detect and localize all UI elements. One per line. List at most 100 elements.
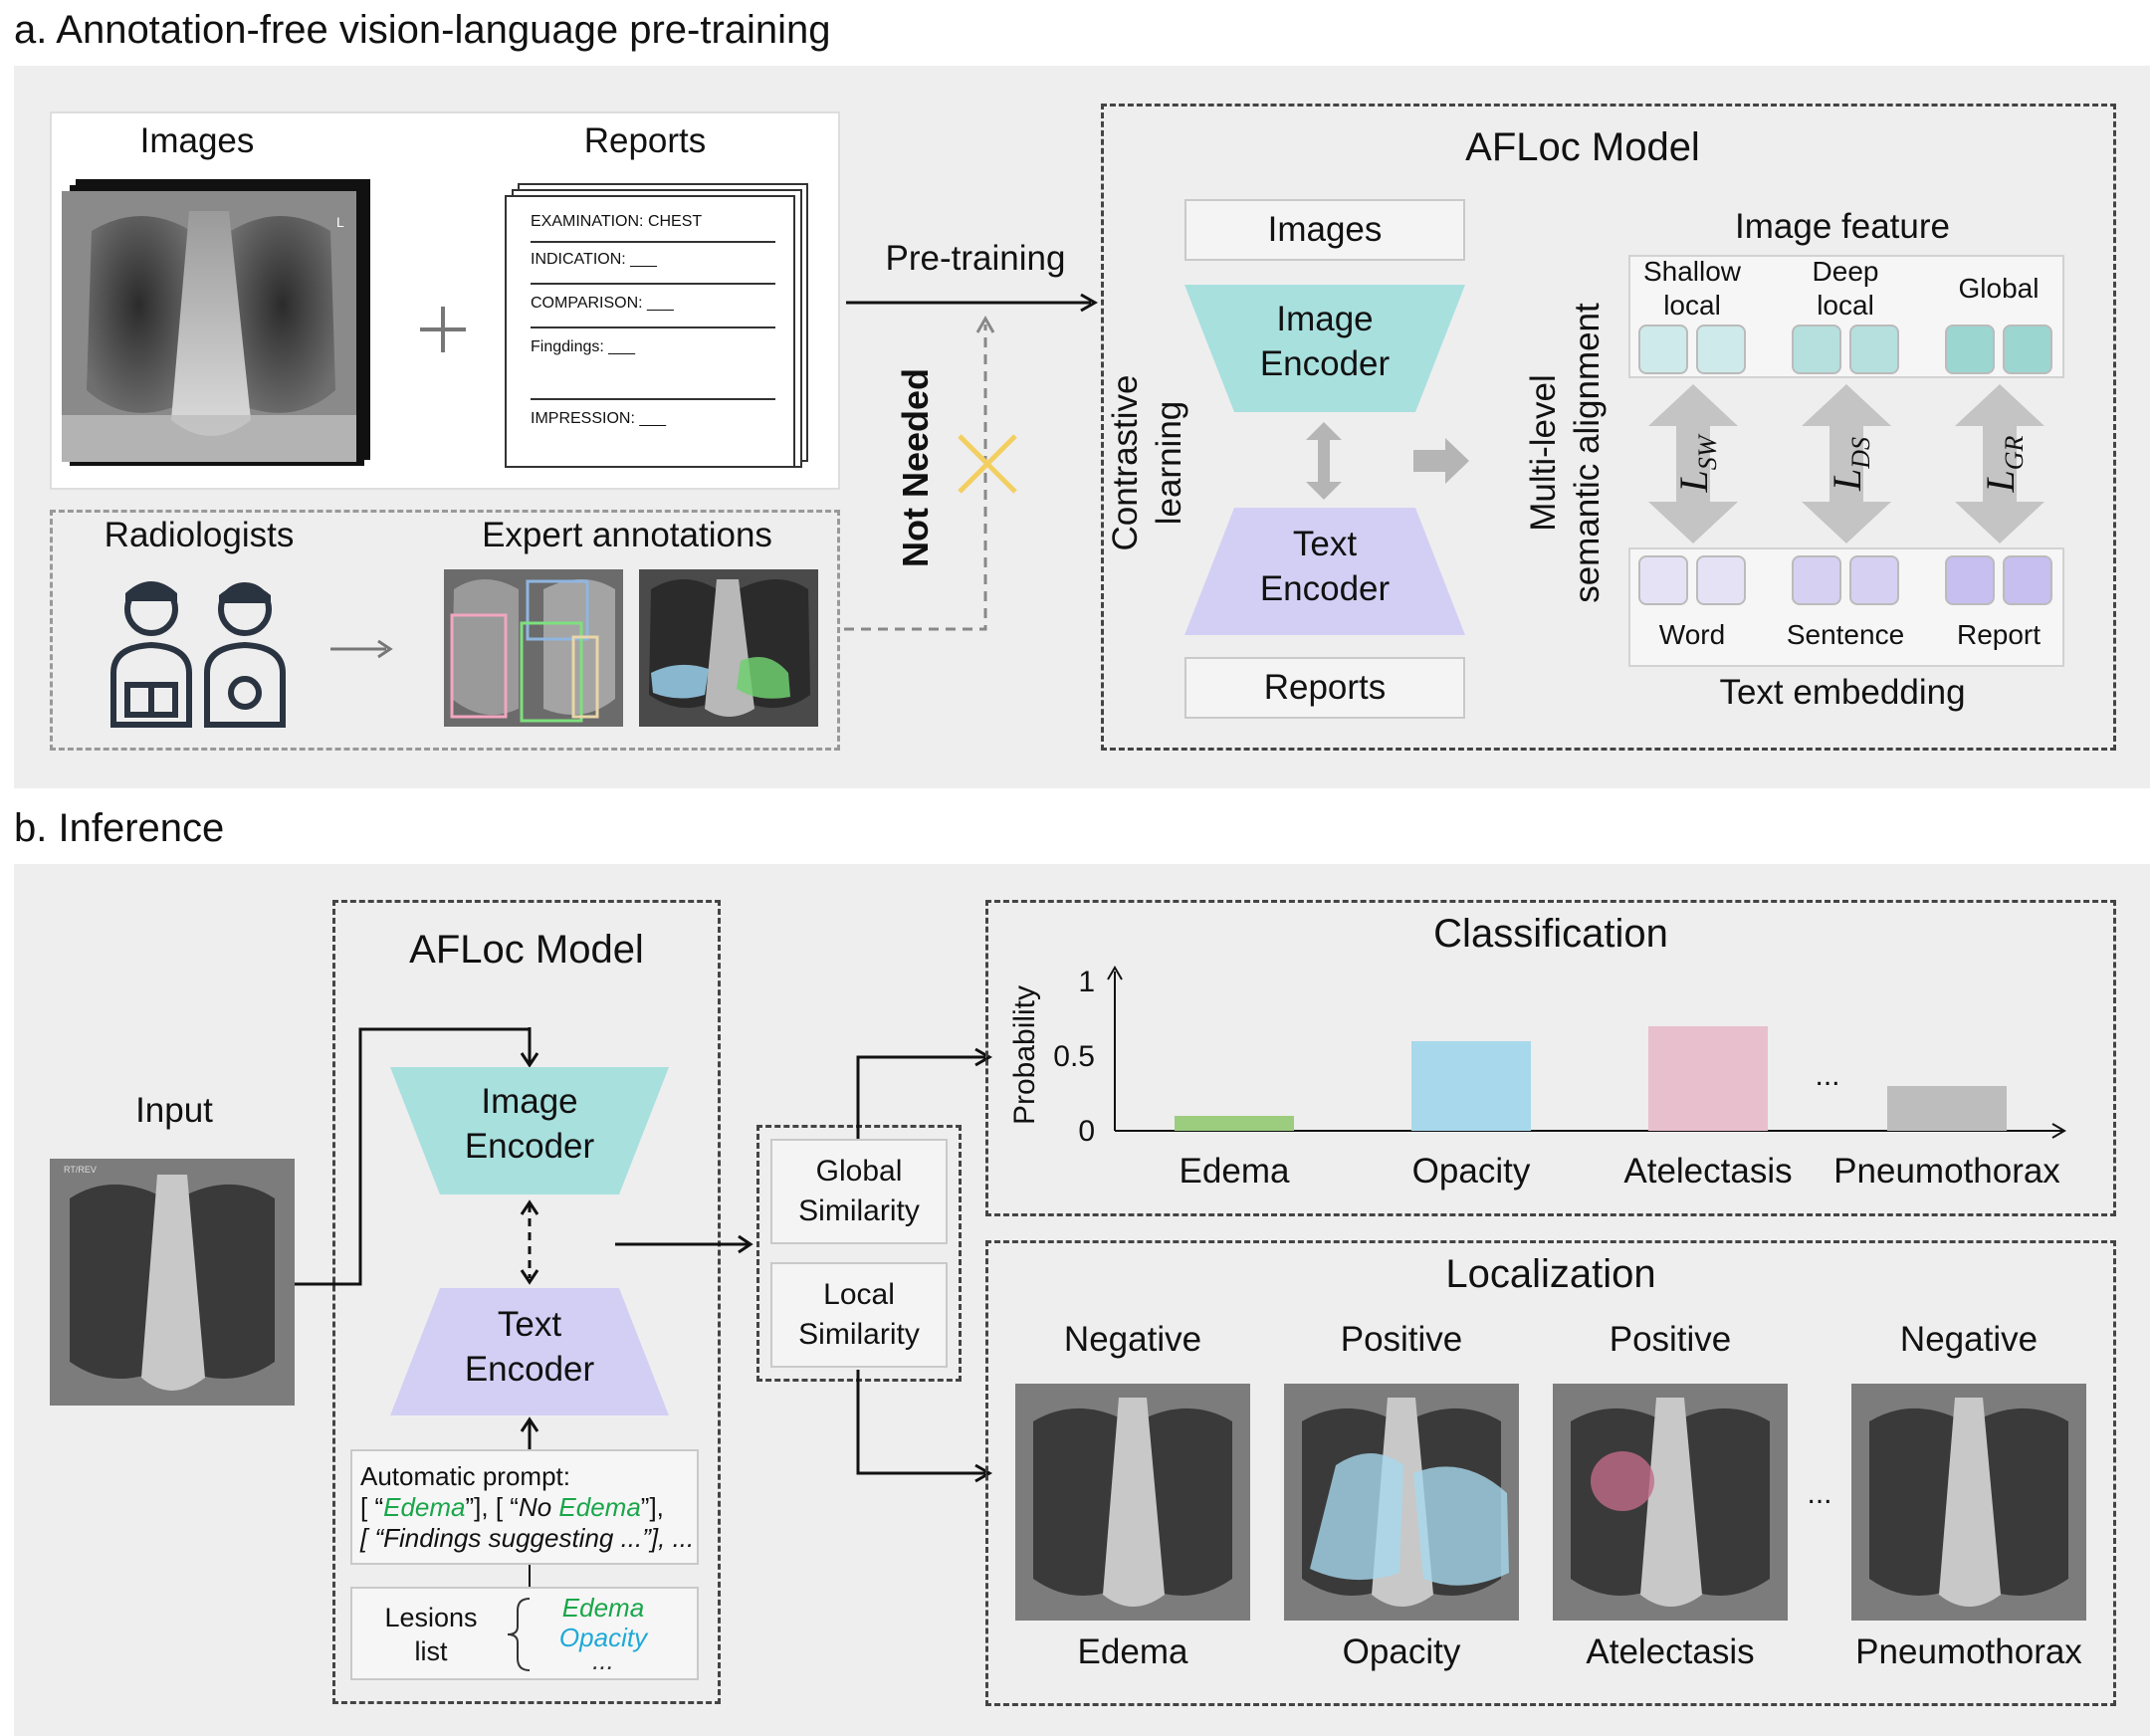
reports-label: Reports [583, 121, 707, 160]
radiologists-icon [110, 581, 286, 728]
loc-xray-pneumothorax [1851, 1384, 2086, 1621]
images-label: Images [139, 121, 255, 160]
shallow-feature-cell-2 [1696, 325, 1746, 374]
automatic-prompt-box: Automatic prompt: [ “Edema”], [ “No Edem… [350, 1449, 699, 1565]
global-feature-cell-1 [1945, 325, 1995, 374]
prompt-line-1: [ “Edema”], [ “No Edema”], [360, 1492, 664, 1522]
word-embed-cell-1 [1638, 555, 1688, 605]
localization-box [985, 1240, 2116, 1706]
x-tick-label-atelectasis: Atelectasis [1623, 1152, 1792, 1191]
lesions-items: Edema Opacity ... [538, 1593, 669, 1675]
loc-ellipsis: ... [1807, 1477, 1832, 1510]
annotated-xray-masks [639, 569, 818, 727]
y-tick-label-1: 0.5 [1053, 1040, 1095, 1073]
loss-arrow-ds [1802, 384, 1891, 543]
embed-label-report: Report [1956, 619, 2042, 650]
bar-opacity [1411, 1041, 1531, 1131]
chart-ellipsis: ... [1815, 1059, 1839, 1092]
images-input-box: Images [1184, 199, 1465, 261]
input-label: Input [135, 1091, 213, 1130]
lesions-brace [507, 1598, 531, 1671]
afloc-model-title-a: AFLoc Model [1465, 125, 1700, 169]
bar-atelectasis [1648, 1026, 1768, 1131]
chest-xray-image: L [62, 191, 356, 462]
localization-title: Localization [1445, 1252, 1656, 1296]
prompt-title: Automatic prompt: [360, 1461, 570, 1491]
loss-arrow-gr [1955, 384, 2044, 543]
loc-xray-edema [1015, 1384, 1250, 1621]
lesions-list-box [350, 1587, 699, 1680]
image-feature-title: Image feature [1735, 207, 1950, 246]
shallow-feature-cell-1 [1638, 325, 1688, 374]
embed-label-word: Word [1658, 619, 1726, 650]
text-encoder-shape-a [1184, 508, 1465, 635]
text-encoder-shape-b [390, 1288, 669, 1415]
annotated-xray-boxes [444, 569, 623, 727]
section-b-heading: b. Inference [14, 806, 225, 850]
sentence-embed-cell-1 [1792, 555, 1841, 605]
prompt-line-2: [ “Findings suggesting ...”], ... [360, 1523, 695, 1553]
sentence-embed-cell-2 [1849, 555, 1899, 605]
bar-pneumothorax [1887, 1086, 2007, 1131]
plus-icon [420, 307, 466, 352]
report-embed-cell-2 [2003, 555, 2052, 605]
report-document: EXAMINATION: CHEST INDICATION: ___ COMPA… [505, 195, 795, 468]
local-to-localization-arrow [856, 1370, 993, 1483]
loc-status-atelectasis: Positive [1609, 1320, 1732, 1359]
word-embed-cell-2 [1696, 555, 1746, 605]
svg-text:L: L [336, 214, 344, 230]
x-tick-label-pneumothorax: Pneumothorax [1833, 1152, 2060, 1191]
feature-label-global: Global [1958, 273, 2040, 304]
input-to-model-arrow [295, 1027, 530, 1286]
text-embedding-title: Text embedding [1719, 673, 1966, 712]
x-tick-label-opacity: Opacity [1412, 1152, 1531, 1191]
loc-status-pneumothorax: Negative [1899, 1320, 2039, 1359]
loc-name-opacity: Opacity [1342, 1632, 1461, 1671]
image-encoder-shape-b [390, 1067, 669, 1194]
into-image-encoder-arrow [520, 1027, 539, 1068]
section-a-heading: a. Annotation-free vision-language pre-t… [14, 8, 831, 52]
classification-box [985, 900, 2116, 1216]
model-to-similarity-arrow [615, 1234, 753, 1254]
pretraining-arrow [846, 293, 1099, 313]
loc-name-pneumothorax: Pneumothorax [1855, 1632, 2082, 1671]
report-line-2: INDICATION: ___ [531, 251, 657, 268]
prompt-connector [529, 1565, 531, 1587]
y-tick-label-0: 0 [1078, 1115, 1095, 1148]
lesion-more: ... [592, 1645, 614, 1675]
radiologists-label: Radiologists [104, 516, 295, 554]
classification-title: Classification [1433, 912, 1668, 956]
loc-status-edema: Negative [1063, 1320, 1202, 1359]
arrow-to-annotations [330, 639, 393, 659]
expert-annotations-label: Expert annotations [482, 516, 772, 554]
image-encoder-shape-a [1184, 285, 1465, 412]
report-line-3: COMPARISON: ___ [531, 295, 674, 312]
loc-name-atelectasis: Atelectasis [1586, 1632, 1755, 1671]
loc-xray-opacity [1284, 1384, 1519, 1621]
loc-name-edema: Edema [1077, 1632, 1188, 1671]
alignment-arrow [1413, 438, 1469, 484]
lesion-opacity: Opacity [558, 1623, 648, 1652]
report-line-4: Fingdings: ___ [531, 338, 635, 355]
deep-feature-cell-1 [1792, 325, 1841, 374]
radiologists-box [50, 510, 840, 751]
x-axis-arrowhead [2051, 1123, 2066, 1139]
contrastive-double-arrow [1306, 422, 1342, 500]
deep-feature-cell-2 [1849, 325, 1899, 374]
report-embed-cell-1 [1945, 555, 1995, 605]
afloc-model-box-a [1101, 104, 2116, 751]
lesion-edema: Edema [561, 1593, 645, 1623]
bar-edema [1175, 1116, 1294, 1131]
report-line-5: IMPRESSION: ___ [531, 410, 667, 427]
report-line-1: EXAMINATION: CHEST [531, 213, 703, 230]
